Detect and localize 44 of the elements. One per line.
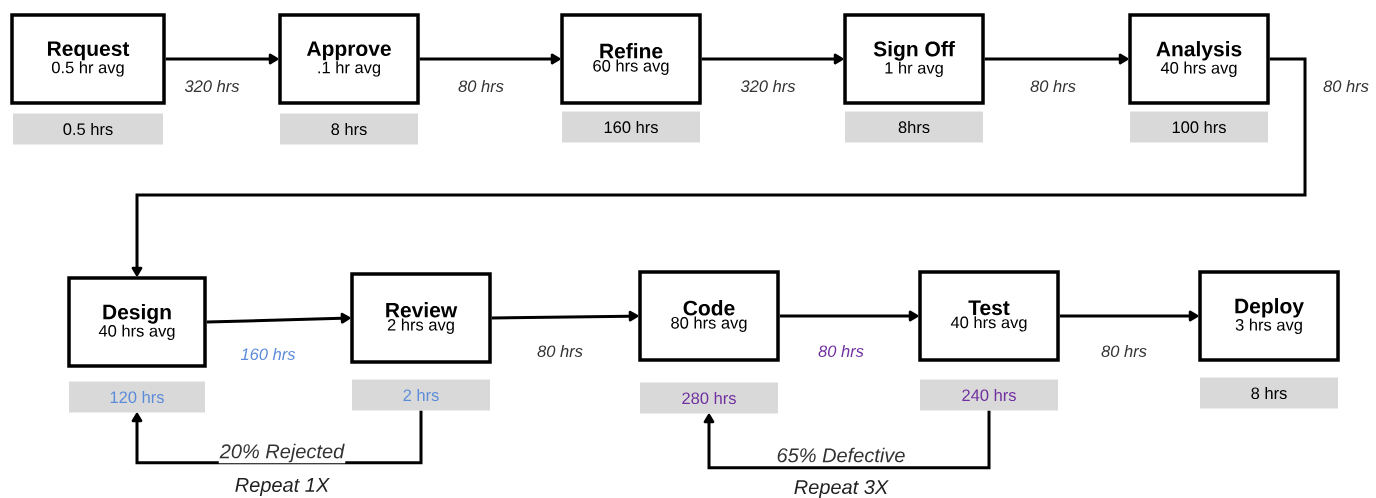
time-bar: 280 hrs — [640, 382, 778, 414]
arrow — [1059, 310, 1199, 322]
arrow — [131, 57, 1307, 277]
arrow — [419, 53, 561, 65]
edge-label: 80 hrs — [1029, 78, 1077, 94]
time-bar: 240 hrs — [920, 379, 1058, 411]
note-text: Repeat 3X — [794, 479, 889, 498]
process-box: Refine 60 hrs avg — [560, 13, 702, 105]
process-box: Analysis 40 hrs avg — [1128, 13, 1270, 105]
edge-label: 320 hrs — [183, 78, 241, 94]
arrow — [779, 310, 919, 322]
time-bar: 8 hrs — [1200, 377, 1338, 409]
process-box: Request 0.5 hr avg — [10, 13, 166, 105]
note-text: Repeat 1X — [235, 478, 330, 496]
edge-label: 80 hrs — [817, 343, 865, 359]
process-box: Test 40 hrs avg — [918, 270, 1060, 362]
time-bar: 8hrs — [845, 111, 983, 143]
arrow — [165, 53, 279, 65]
process-box: Review 2 hrs avg — [350, 272, 492, 364]
process-box: Approve .1 hr avg — [278, 13, 420, 105]
time-bar: 8 hrs — [280, 113, 418, 145]
time-bar: 100 hrs — [1130, 111, 1268, 143]
edge-label: 20% Rejected — [218, 442, 346, 464]
time-bar: 0.5 hrs — [13, 113, 163, 145]
edge-label: 320 hrs — [739, 78, 797, 94]
edge-label: 80 hrs — [536, 343, 584, 359]
time-bar: 160 hrs — [562, 111, 700, 143]
process-box: Deploy 3 hrs avg — [1198, 270, 1340, 362]
arrow — [206, 312, 351, 324]
edge-label: 80 hrs — [457, 78, 505, 94]
arrow — [131, 410, 423, 465]
time-bar: 120 hrs — [69, 381, 205, 413]
arrow — [703, 410, 991, 470]
time-bar: 2 hrs — [352, 379, 490, 411]
process-box: Code 80 hrs avg — [638, 270, 780, 362]
arrow — [984, 53, 1129, 65]
process-box: Design 40 hrs avg — [67, 276, 207, 368]
edge-label: 160 hrs — [239, 346, 297, 362]
edge-label: 80 hrs — [1322, 78, 1370, 94]
edge-label: 65% Defective — [775, 446, 907, 464]
arrow — [701, 53, 844, 65]
process-box: Sign Off 1 hr avg — [843, 13, 985, 105]
edge-label: 80 hrs — [1100, 343, 1148, 359]
arrow — [491, 310, 639, 322]
